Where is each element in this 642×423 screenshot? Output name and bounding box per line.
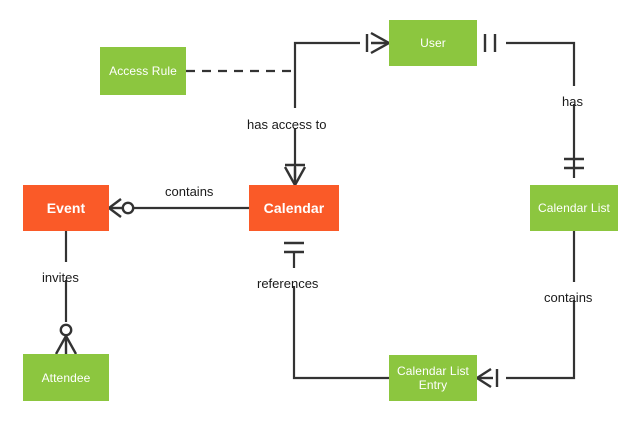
entity-attendee[interactable]: Attendee	[23, 354, 109, 401]
entity-calendar[interactable]: Calendar	[249, 185, 339, 231]
edge-label-references: references	[257, 276, 319, 291]
entity-user[interactable]: User	[389, 20, 477, 66]
marker-event-optional-circle	[121, 201, 135, 215]
entity-calendar-list-label: Calendar List	[537, 201, 610, 215]
edge-contains-to-cle	[506, 300, 576, 380]
entity-event-label: Event	[46, 200, 86, 216]
entity-event[interactable]: Event	[23, 185, 109, 231]
marker-calendar-list-exactly-one	[564, 157, 584, 170]
edge-user-to-has-label	[506, 41, 576, 86]
marker-event-zero-or-many	[108, 198, 123, 218]
edge-user-to-access-junction	[293, 41, 360, 108]
entity-attendee-label: Attendee	[41, 370, 91, 385]
edge-label-contains-list: contains	[544, 290, 593, 305]
marker-calendar-one-or-many	[283, 163, 307, 186]
entity-access-rule-label: Access Rule	[109, 64, 177, 78]
marker-attendee-crowsfoot	[54, 335, 78, 355]
marker-cle-one-or-many	[476, 367, 499, 389]
edge-label-contains-event: contains	[165, 184, 214, 199]
edge-references-to-cle	[292, 286, 389, 380]
entity-user-label: User	[420, 36, 446, 50]
edge-label-has: has	[562, 94, 583, 109]
entity-calendar-list[interactable]: Calendar List	[530, 185, 618, 231]
marker-user-exactly-one	[483, 34, 497, 52]
edge-label-invites: invites	[42, 270, 79, 285]
entity-access-rule[interactable]: Access Rule	[100, 47, 186, 95]
entity-calendar-label: Calendar	[263, 200, 325, 216]
marker-attendee-optional-circle	[59, 323, 73, 337]
marker-calendar-exactly-one	[284, 241, 304, 254]
marker-user-one-or-many	[365, 31, 390, 55]
edge-label-has-access-to: has access to	[247, 117, 327, 132]
entity-calendar-list-entry[interactable]: Calendar List Entry	[389, 355, 477, 401]
entity-calendar-list-entry-label: Calendar List Entry	[396, 364, 469, 392]
